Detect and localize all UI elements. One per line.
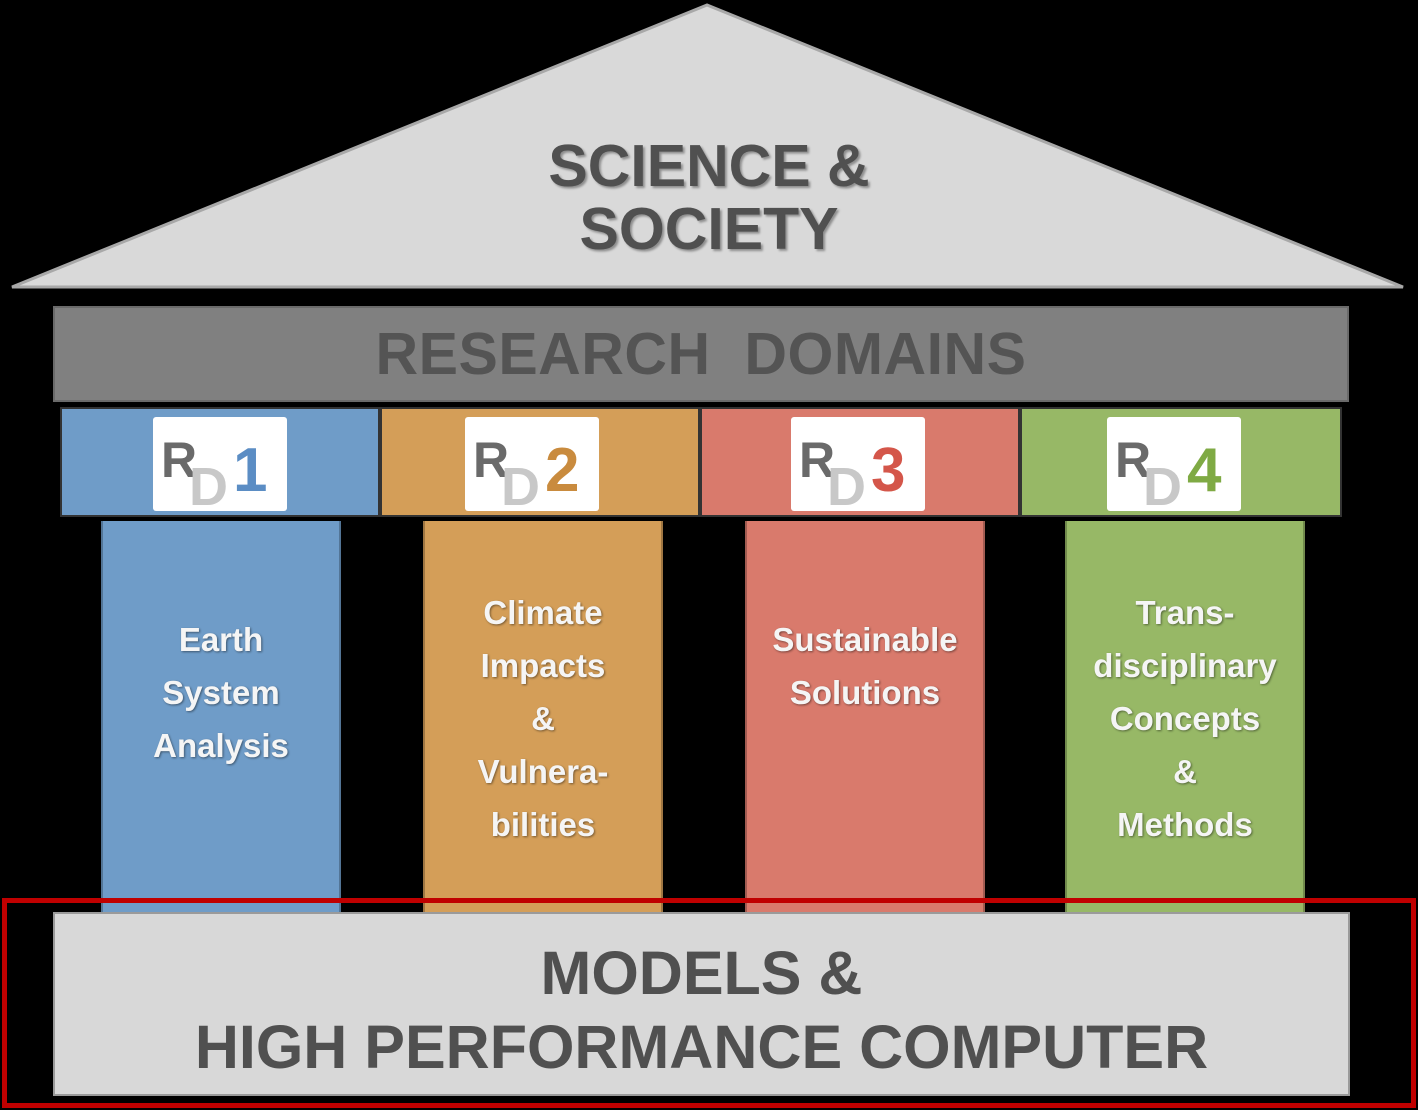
capital-rd4: R D 4 (1020, 407, 1342, 517)
pillar-rd2-climate-impacts: Climate Impacts & Vulnera- bilities (423, 521, 663, 913)
foundation-title-line-1: MODELS & (540, 939, 863, 1007)
pillar-rd2-line: Climate (483, 594, 603, 631)
pillar-rd3-text: Sustainable Solutions (772, 521, 957, 913)
rd3-logo: R D 3 (799, 432, 905, 511)
capital-rd3: R D 3 (700, 407, 1020, 517)
pillar-rd2-line: Impacts (480, 647, 606, 684)
rd-letter-d: D (827, 457, 866, 511)
capital-rd2: R D 2 (380, 407, 700, 517)
rd-number: 1 (233, 436, 267, 505)
rd-letter-r: R (161, 432, 197, 488)
rd4-logo: R D 4 (1115, 432, 1222, 511)
roof-title: SCIENCE & SOCIETY (409, 135, 1009, 261)
rd4-badge: R D 4 (1107, 417, 1241, 511)
research-domains-title: RESEARCH DOMAINS (375, 321, 1027, 387)
pillar-rd2-line: bilities (490, 806, 596, 843)
capital-rd1: R D 1 (60, 407, 380, 517)
research-domains-bar: RESEARCH DOMAINS (53, 306, 1349, 402)
pillar-rd4-line: Methods (1117, 806, 1253, 843)
rd-letter-r: R (1115, 432, 1151, 488)
pillar-rd1-earth-system-analysis: Earth System Analysis (101, 521, 341, 913)
rd2-badge: R D 2 (465, 417, 599, 511)
pillar-rd4-line: Trans- (1135, 594, 1235, 631)
rd-letter-d: D (1143, 457, 1182, 511)
pillar-rd4-transdisciplinary: Trans- disciplinary Concepts & Methods (1065, 521, 1305, 913)
pillar-rd3-line: Sustainable (772, 621, 958, 658)
foundation-title-line-2: HIGH PERFORMANCE COMPUTER (194, 1013, 1209, 1081)
pillar-rd4-line: disciplinary (1093, 647, 1277, 684)
rd-letter-d: D (189, 457, 228, 511)
pillar-rd1-text: Earth System Analysis (153, 521, 289, 913)
roof-title-line-1: SCIENCE & (548, 133, 870, 199)
pillar-rd4-line: Concepts (1109, 700, 1261, 737)
pillar-rd2-line: Vulnera- (477, 753, 609, 790)
pillar-rd2-text: Climate Impacts & Vulnera- bilities (478, 521, 609, 913)
rd-number: 2 (545, 436, 579, 505)
roof-pediment (11, 3, 1404, 289)
foundation-base: MODELS & HIGH PERFORMANCE COMPUTER (53, 912, 1350, 1096)
roof-title-line-2: SOCIETY (579, 196, 839, 262)
rd-number: 3 (871, 436, 905, 505)
rd-number: 4 (1187, 436, 1222, 505)
pillar-rd2-line: & (531, 700, 555, 737)
pillar-rd1-line: System (162, 674, 280, 711)
highlight-frame (2, 898, 1416, 1108)
pillar-rd4-text: Trans- disciplinary Concepts & Methods (1093, 521, 1276, 913)
rd3-badge: R D 3 (791, 417, 925, 511)
rd2-logo: R D 2 (473, 432, 579, 511)
rd-letter-d: D (501, 457, 540, 511)
pillar-rd1-line: Analysis (153, 727, 289, 764)
pillar-rd3-sustainable-solutions: Sustainable Solutions (745, 521, 985, 913)
rd-letter-r: R (799, 432, 835, 488)
rd1-badge: R D 1 (153, 417, 287, 511)
pillar-rd3-line: Solutions (789, 674, 941, 711)
pillar-rd1-line: Earth (178, 621, 264, 658)
foundation-title: MODELS & HIGH PERFORMANCE COMPUTER (55, 914, 1348, 1084)
pillar-rd4-line: & (1173, 753, 1197, 790)
rd1-logo: R D 1 (161, 432, 267, 511)
rd-letter-r: R (473, 432, 509, 488)
